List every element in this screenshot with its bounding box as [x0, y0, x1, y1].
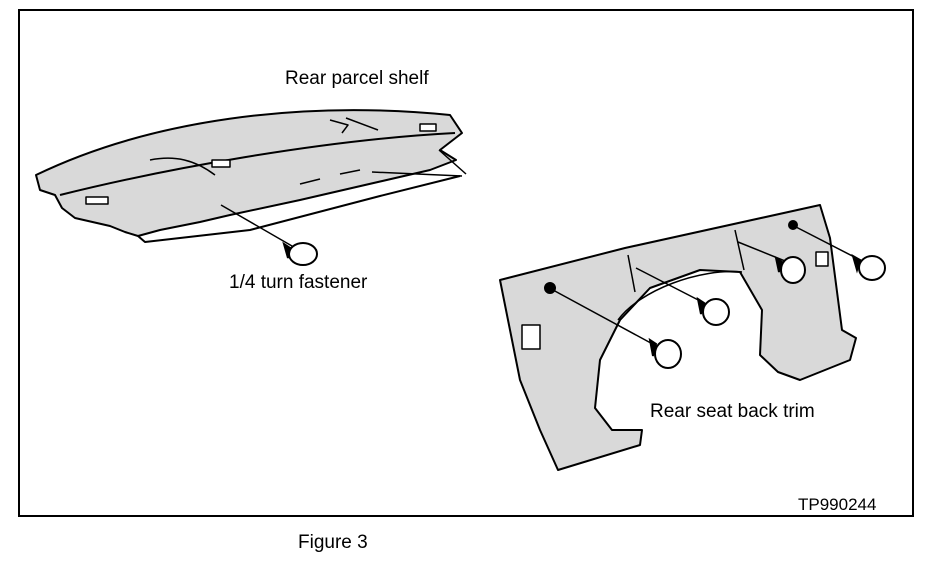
figure-caption: Figure 3: [298, 532, 368, 553]
fastener-seat-4: [851, 253, 886, 281]
figure-code: TP990244: [798, 495, 877, 514]
parcel-shelf-leader-lines: [220, 117, 467, 247]
rear-seat-back-trim: [499, 204, 857, 471]
figure-frame: [18, 9, 914, 517]
rear-parcel-shelf: [35, 109, 463, 243]
fastener-seat-2: [696, 296, 730, 326]
fastener-seat-3: [774, 255, 806, 284]
label-turn-fastener: 1/4 turn fastener: [229, 272, 368, 293]
label-rear-parcel-shelf: Rear parcel shelf: [285, 68, 429, 89]
fastener-seat-1: [648, 337, 682, 369]
fastener-shelf: [282, 241, 318, 266]
label-rear-seat-back-trim: Rear seat back trim: [650, 401, 815, 422]
